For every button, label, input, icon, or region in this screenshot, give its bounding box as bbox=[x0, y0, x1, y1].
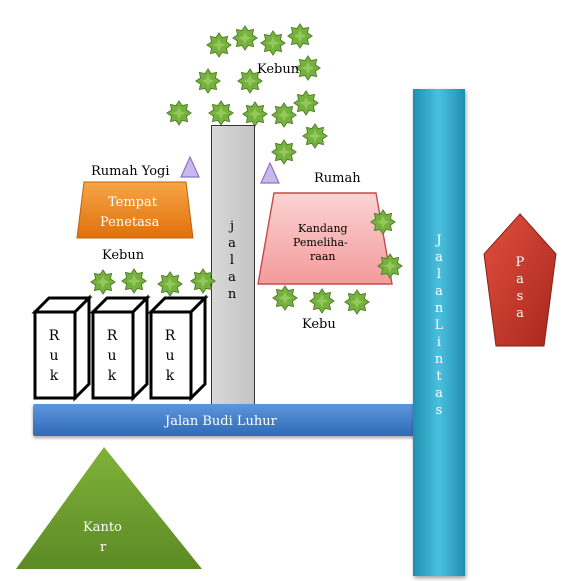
kebun-right-label: Kebu bbox=[302, 317, 336, 332]
kandang-label-2: Pemeliha- bbox=[293, 236, 348, 249]
jalan-budi-luhur-road bbox=[33, 404, 417, 436]
kantor-label-2: r bbox=[100, 540, 107, 555]
ruko-block bbox=[147, 294, 209, 402]
tree-icon bbox=[364, 240, 390, 266]
tempat-penetasa-label-1: Tempat bbox=[108, 195, 157, 210]
kandang-label-3: raan bbox=[310, 250, 336, 263]
tree-icon bbox=[229, 88, 255, 114]
tree-icon bbox=[177, 255, 203, 281]
tree-icon bbox=[259, 272, 285, 298]
kantor-shape bbox=[16, 447, 202, 569]
kebun-top-label: Kebun bbox=[257, 62, 300, 77]
tree-icon bbox=[274, 10, 300, 36]
tree-icon bbox=[296, 275, 322, 301]
tree-icon bbox=[247, 17, 273, 43]
tree-icon bbox=[182, 55, 208, 81]
jalan-road bbox=[211, 125, 255, 407]
tree-icon bbox=[193, 19, 219, 45]
pasar-shape bbox=[483, 213, 557, 347]
tree-icon bbox=[258, 89, 284, 115]
jalan-lintas-road bbox=[413, 89, 465, 576]
house-marker-icon bbox=[260, 161, 280, 184]
ruko-block bbox=[31, 294, 93, 402]
tempat-penetasa-label-2: Penetasa bbox=[100, 215, 160, 230]
tree-icon bbox=[331, 276, 357, 302]
rumah-yogi-label: Rumah Yogi bbox=[91, 164, 170, 179]
rumah-label: Rumah bbox=[314, 171, 361, 186]
kandang-label-1: Kandang bbox=[298, 222, 348, 235]
jalan-lintas-label: J a l a n L i n t a s bbox=[434, 233, 444, 418]
tree-icon bbox=[153, 87, 179, 113]
tree-icon bbox=[224, 55, 250, 81]
kantor-label-1: Kanto bbox=[83, 520, 122, 535]
ruko-block bbox=[89, 294, 151, 402]
pasar-label: P a s a bbox=[515, 255, 525, 321]
house-marker-icon bbox=[180, 155, 200, 178]
tree-icon bbox=[219, 12, 245, 38]
tree-icon bbox=[195, 87, 221, 113]
tree-icon bbox=[289, 110, 315, 136]
kandang-shape bbox=[257, 192, 393, 285]
tree-icon bbox=[258, 126, 284, 152]
tree-icon bbox=[108, 255, 134, 281]
kebun-left-label: Kebun bbox=[102, 248, 145, 263]
tempat-penetasa-shape bbox=[76, 181, 194, 239]
jalan-budi-luhur-label: Jalan Budi Luhur bbox=[165, 414, 277, 429]
tree-icon bbox=[144, 258, 170, 284]
tree-icon bbox=[357, 196, 383, 222]
jalan-road-label: j a l a n bbox=[227, 219, 237, 302]
tree-icon bbox=[77, 256, 103, 282]
